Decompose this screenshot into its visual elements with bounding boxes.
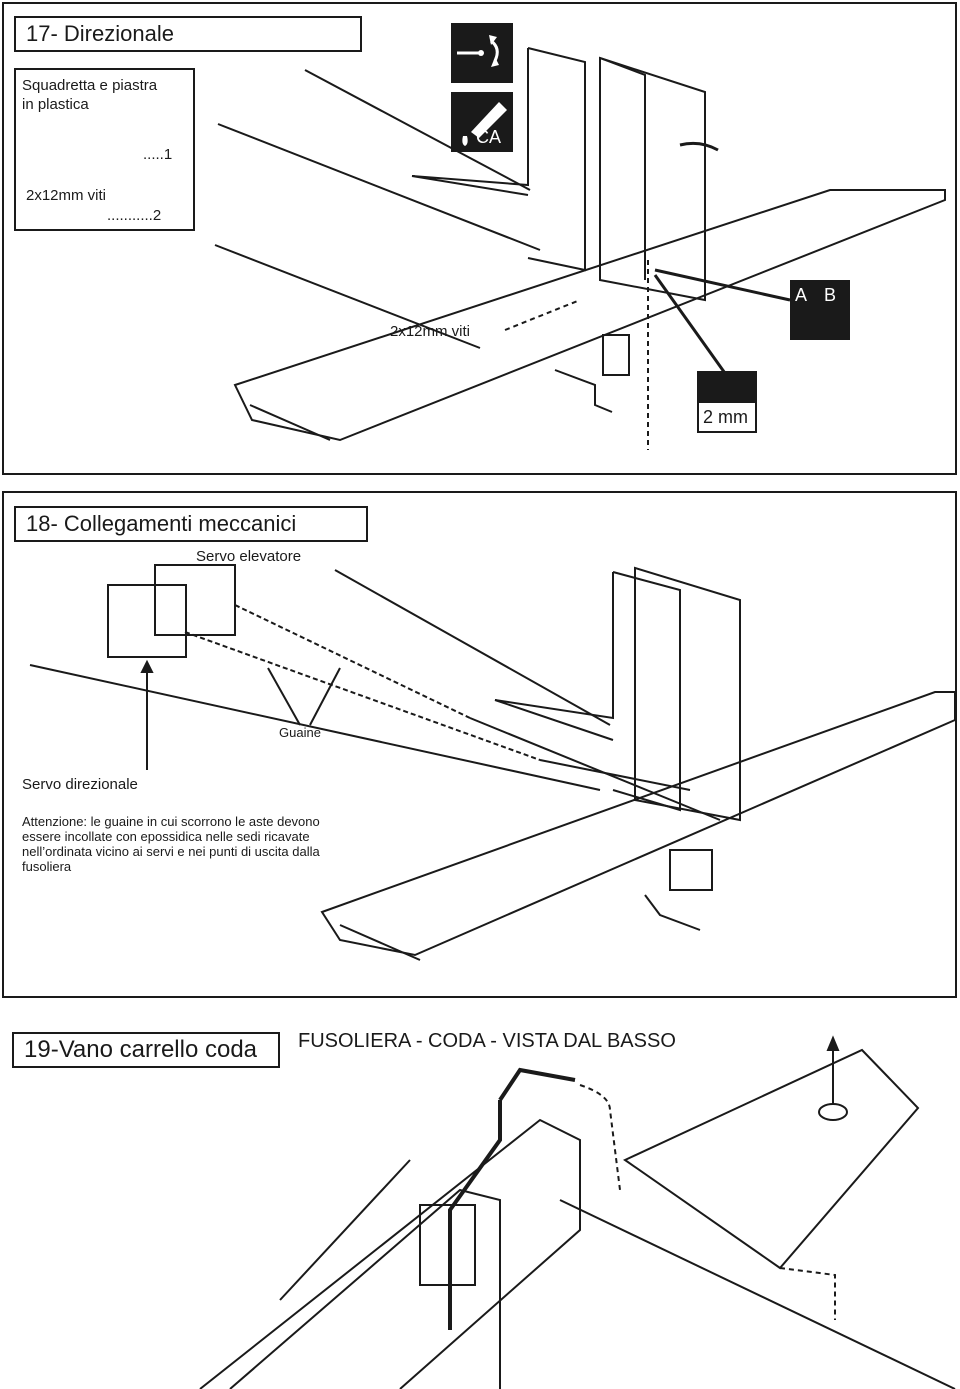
pushrod-tube bbox=[184, 631, 541, 761]
tubes-label: Guaine bbox=[279, 725, 321, 740]
fin bbox=[494, 572, 614, 741]
parts-title: Squadretta e piastra in plastica bbox=[22, 77, 158, 113]
servo-rudder bbox=[107, 584, 187, 658]
tubes-pointer bbox=[309, 667, 341, 726]
fit-guide bbox=[579, 1084, 621, 1191]
parts-box bbox=[14, 68, 195, 231]
step-19-title-text: 19-Vano carrello coda bbox=[24, 1036, 258, 1063]
screws-qty: ...........2 bbox=[107, 207, 162, 224]
step-18-illustration bbox=[29, 564, 956, 961]
fit-guide bbox=[779, 1267, 836, 1320]
epoxy-ab-icon: A B bbox=[790, 280, 850, 340]
stabilizer bbox=[320, 691, 956, 957]
glue-ca-label: CA bbox=[475, 127, 501, 147]
step-18-panel bbox=[2, 491, 957, 998]
tail-box bbox=[199, 1118, 581, 1389]
attention-note: Attenzione: le guaine in cui scorrono le… bbox=[22, 814, 320, 874]
cover-plate bbox=[623, 1048, 920, 1270]
pushrod bbox=[539, 759, 691, 791]
step-19-illustration bbox=[199, 1035, 956, 1389]
step-19-title: 19-Vano carrello coda bbox=[12, 1032, 280, 1068]
tailwheel-wire bbox=[554, 369, 613, 413]
fuselage-line bbox=[217, 123, 541, 251]
tailwheel-mount bbox=[669, 849, 713, 891]
fin-panel bbox=[527, 47, 586, 272]
rotate-icon bbox=[451, 23, 513, 83]
arrow-up-icon bbox=[826, 1035, 840, 1051]
step-19-subtitle: FUSOLIERA - CODA - VISTA DAL BASSO bbox=[298, 1030, 676, 1052]
tailwheel-wire bbox=[644, 894, 701, 931]
epoxy-label-b: B bbox=[824, 285, 837, 305]
step-17-illustration bbox=[214, 47, 946, 450]
servo-rudder-label: Servo direzionale bbox=[22, 776, 138, 793]
screws-label: 2x12mm viti bbox=[26, 187, 107, 204]
fin-panel bbox=[612, 571, 681, 812]
arrow-head-icon bbox=[140, 659, 154, 673]
step-17-title-text: 17- Direzionale bbox=[26, 21, 174, 46]
rudder-edge bbox=[599, 57, 646, 280]
hinge-arrow bbox=[679, 141, 719, 152]
rudder bbox=[634, 566, 741, 822]
step-18-title-text: 18- Collegamenti meccanici bbox=[26, 511, 297, 536]
fuselage-line bbox=[214, 244, 481, 349]
drill-pointer bbox=[653, 274, 729, 377]
servo-elevator bbox=[154, 564, 236, 636]
step-17-title: 17- Direzionale bbox=[14, 16, 362, 52]
tubes-pointer bbox=[267, 667, 301, 726]
epoxy-label-a: A bbox=[795, 285, 808, 305]
tailwheel-wire bbox=[448, 1100, 502, 1330]
glue-bottle-icon bbox=[462, 102, 507, 146]
pushrod bbox=[469, 717, 721, 821]
fuselage-line bbox=[559, 1199, 956, 1389]
glue-ca-icon: CA bbox=[451, 92, 513, 152]
epoxy-pointer bbox=[654, 268, 791, 302]
servo-elevator-label: Servo elevatore bbox=[196, 548, 302, 565]
fuselage-line bbox=[29, 664, 601, 791]
stabilizer-edge bbox=[339, 924, 421, 961]
rotate-icon-graphic bbox=[457, 35, 499, 67]
stabilizer-edge bbox=[249, 404, 331, 441]
screw-guide bbox=[504, 299, 581, 331]
tailwheel-bracket bbox=[419, 1204, 476, 1286]
drill-icon bbox=[699, 373, 755, 403]
step-18-title: 18- Collegamenti meccanici bbox=[14, 506, 368, 542]
fuselage-line bbox=[304, 69, 531, 191]
tailwheel-mount bbox=[602, 334, 630, 376]
fuselage-line bbox=[334, 569, 611, 726]
tail-box-inner bbox=[229, 1188, 501, 1389]
rudder bbox=[599, 56, 706, 302]
drill-label: 2 mm bbox=[703, 407, 748, 427]
stabilizer bbox=[233, 189, 946, 442]
tail-box-rail bbox=[279, 1159, 411, 1301]
pushrod-tube bbox=[234, 604, 471, 719]
plate-hole bbox=[818, 1103, 848, 1121]
parts-qty: .....1 bbox=[143, 146, 173, 163]
fin bbox=[411, 48, 529, 196]
drill-icon-box: 2 mm bbox=[697, 371, 757, 433]
tailwheel-wire bbox=[498, 1067, 576, 1102]
